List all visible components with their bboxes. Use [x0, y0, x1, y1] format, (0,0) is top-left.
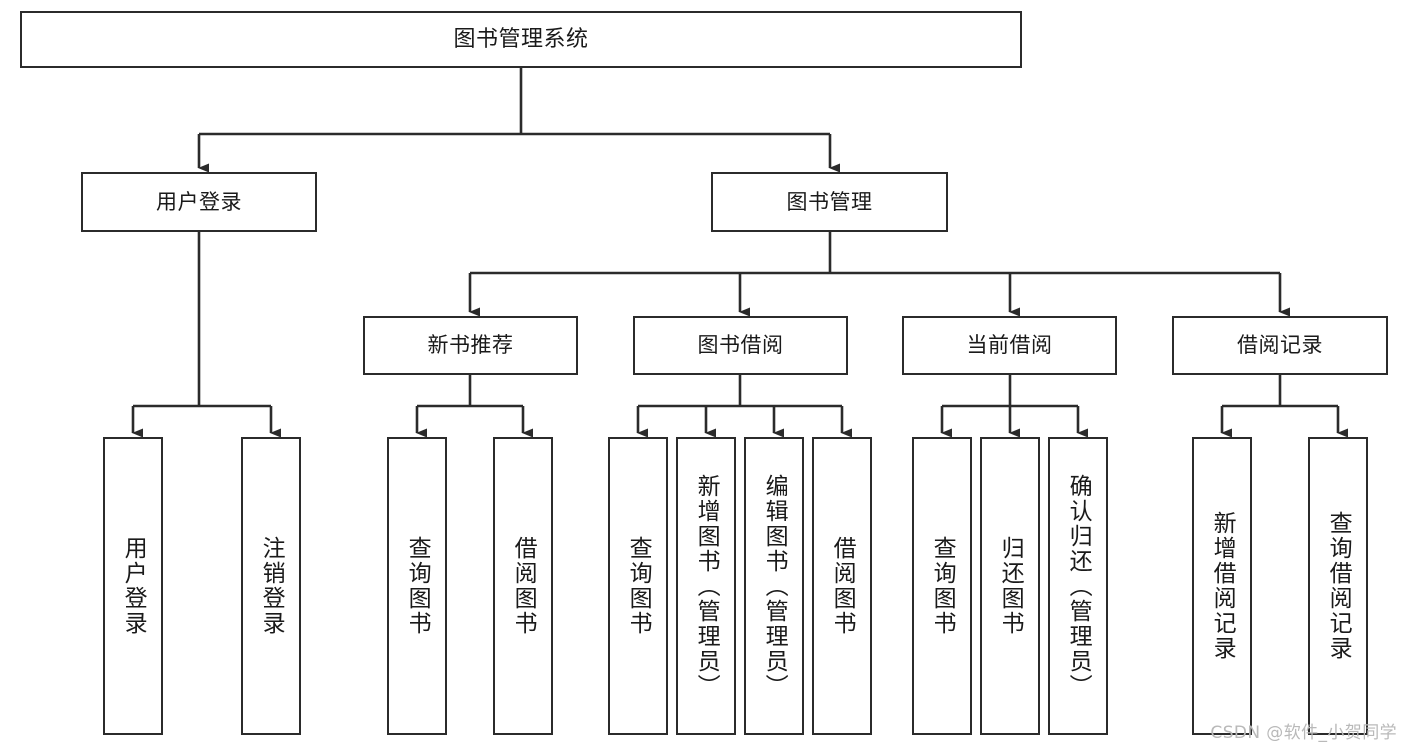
node-new-book-recommend-label: 新书推荐	[427, 333, 514, 358]
leaf-current-borrow-confirm-return-label: 确认归还（管理员）	[1065, 473, 1092, 699]
node-root-system[interactable]: 图书管理系统	[20, 11, 1022, 68]
leaf-new-book-borrow[interactable]: 借阅图书	[493, 437, 553, 735]
node-book-borrow[interactable]: 图书借阅	[633, 316, 848, 375]
leaf-current-borrow-query[interactable]: 查询图书	[912, 437, 972, 735]
node-root-system-label: 图书管理系统	[453, 26, 589, 52]
leaf-current-borrow-return[interactable]: 归还图书	[980, 437, 1040, 735]
node-book-management[interactable]: 图书管理	[711, 172, 948, 232]
leaf-current-borrow-return-label: 归还图书	[997, 536, 1024, 636]
leaf-user-login-login[interactable]: 用户登录	[103, 437, 163, 735]
leaf-book-borrow-edit-label: 编辑图书（管理员）	[761, 473, 788, 699]
leaf-book-borrow-borrow[interactable]: 借阅图书	[812, 437, 872, 735]
leaf-book-borrow-query[interactable]: 查询图书	[608, 437, 668, 735]
node-borrow-record-label: 借阅记录	[1237, 333, 1323, 358]
leaf-current-borrow-confirm-return[interactable]: 确认归还（管理员）	[1048, 437, 1108, 735]
leaf-book-borrow-edit[interactable]: 编辑图书（管理员）	[744, 437, 804, 735]
node-current-borrow[interactable]: 当前借阅	[902, 316, 1117, 375]
leaf-book-borrow-add-label: 新增图书（管理员）	[693, 473, 720, 699]
leaf-user-login-logout-label: 注销登录	[258, 536, 285, 636]
leaf-current-borrow-query-label: 查询图书	[929, 536, 956, 636]
leaf-user-login-logout[interactable]: 注销登录	[241, 437, 301, 735]
csdn-watermark: CSDN @软件_小贺同学	[1210, 723, 1397, 743]
leaf-borrow-record-add-label: 新增借阅记录	[1209, 511, 1236, 661]
node-user-login[interactable]: 用户登录	[81, 172, 317, 232]
leaf-user-login-login-label: 用户登录	[120, 536, 147, 636]
leaf-new-book-borrow-label: 借阅图书	[510, 536, 537, 636]
node-user-login-label: 用户登录	[156, 189, 242, 214]
leaf-borrow-record-query-label: 查询借阅记录	[1325, 511, 1352, 661]
leaf-book-borrow-add[interactable]: 新增图书（管理员）	[676, 437, 736, 735]
leaf-book-borrow-borrow-label: 借阅图书	[829, 536, 856, 636]
leaf-borrow-record-query[interactable]: 查询借阅记录	[1308, 437, 1368, 735]
node-book-management-label: 图书管理	[786, 189, 873, 214]
node-current-borrow-label: 当前借阅	[966, 333, 1053, 358]
node-new-book-recommend[interactable]: 新书推荐	[363, 316, 578, 375]
leaf-book-borrow-query-label: 查询图书	[625, 536, 652, 636]
leaf-new-book-query[interactable]: 查询图书	[387, 437, 447, 735]
leaf-new-book-query-label: 查询图书	[404, 536, 431, 636]
node-borrow-record[interactable]: 借阅记录	[1172, 316, 1388, 375]
node-book-borrow-label: 图书借阅	[697, 333, 784, 358]
leaf-borrow-record-add[interactable]: 新增借阅记录	[1192, 437, 1252, 735]
